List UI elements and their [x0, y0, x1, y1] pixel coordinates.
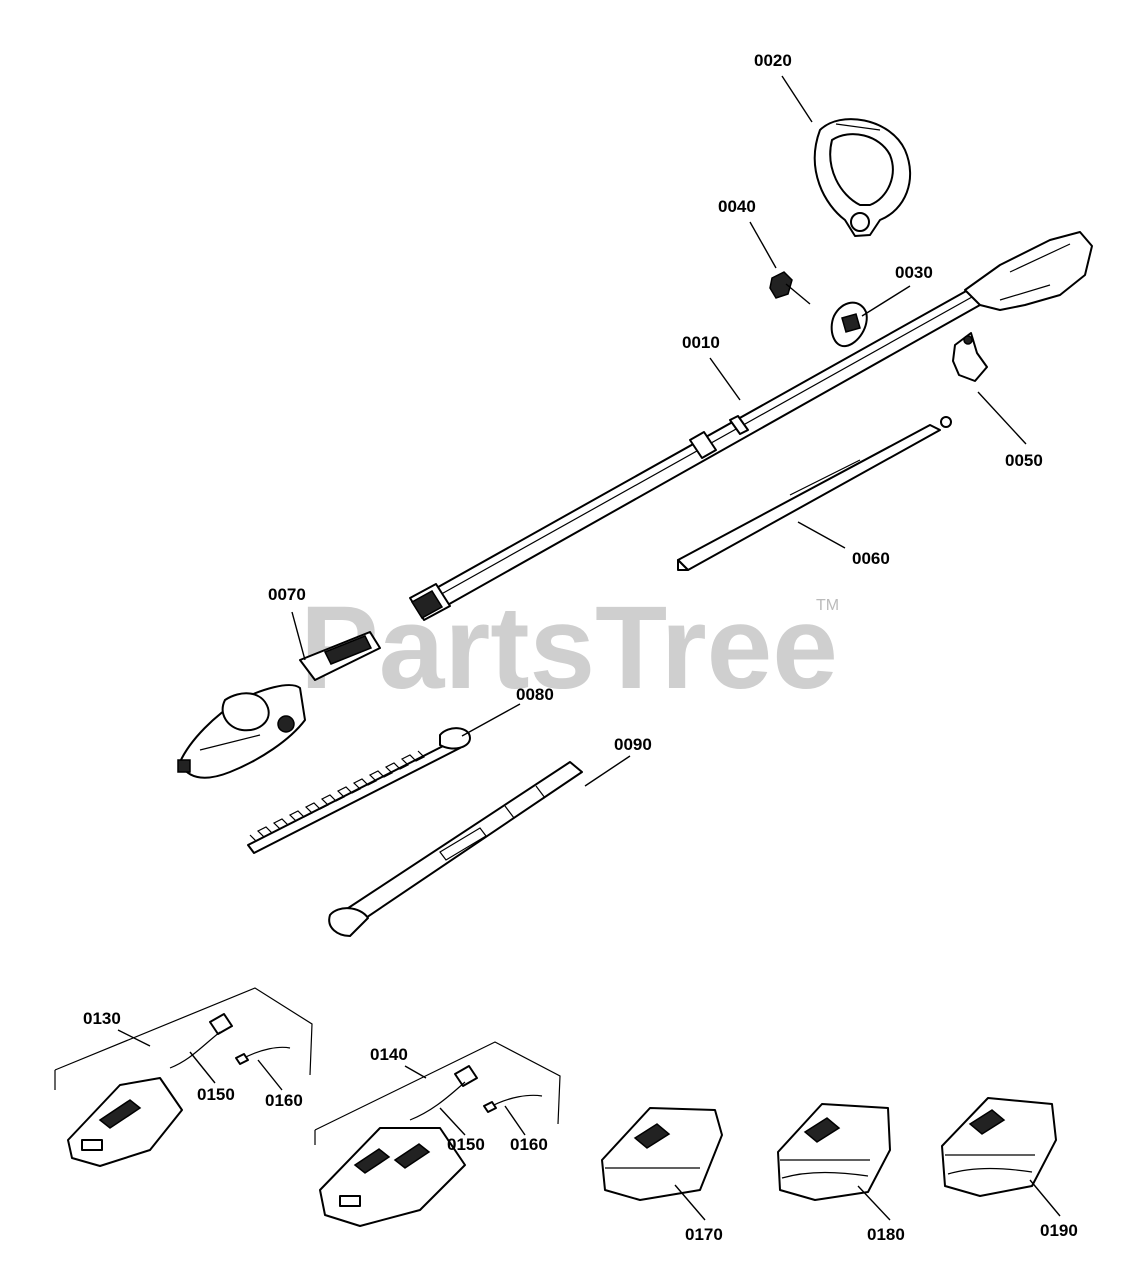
battery-large[interactable] — [941, 1097, 1057, 1197]
watermark-text: PartsTree — [300, 582, 838, 714]
callout-labels: 0020 0040 0030 0010 0050 0060 0070 0080 … — [83, 51, 1078, 1244]
callout-0060[interactable]: 0060 — [852, 549, 890, 568]
charger-single[interactable] — [54, 987, 313, 1167]
watermark-tm: TM — [816, 597, 839, 614]
callout-0190[interactable]: 0190 — [1040, 1221, 1078, 1240]
pole-shaft[interactable] — [409, 231, 1093, 621]
callout-0160-a[interactable]: 0160 — [265, 1091, 303, 1110]
callout-0030[interactable]: 0030 — [895, 263, 933, 282]
blade-sheath[interactable] — [328, 761, 583, 937]
callout-0050[interactable]: 0050 — [1005, 451, 1043, 470]
clamp-knob[interactable] — [769, 271, 811, 305]
callout-0070[interactable]: 0070 — [268, 585, 306, 604]
callout-0180[interactable]: 0180 — [867, 1225, 905, 1244]
hedge-trimmer-head[interactable] — [177, 631, 381, 779]
cutting-blade[interactable] — [247, 727, 471, 854]
callout-0010[interactable]: 0010 — [682, 333, 720, 352]
leader-lines — [117, 75, 1061, 1221]
callout-0140[interactable]: 0140 — [370, 1045, 408, 1064]
callout-0020[interactable]: 0020 — [754, 51, 792, 70]
handle-clamp[interactable] — [830, 301, 868, 348]
callout-0160-b[interactable]: 0160 — [510, 1135, 548, 1154]
charger-dual[interactable] — [314, 1041, 561, 1227]
battery-medium[interactable] — [777, 1103, 891, 1201]
callout-0040[interactable]: 0040 — [718, 197, 756, 216]
strap-clip[interactable] — [952, 332, 988, 382]
callout-0130[interactable]: 0130 — [83, 1009, 121, 1028]
callout-0150-a[interactable]: 0150 — [197, 1085, 235, 1104]
d-handle[interactable] — [813, 118, 912, 237]
callout-0170[interactable]: 0170 — [685, 1225, 723, 1244]
callout-0080[interactable]: 0080 — [516, 685, 554, 704]
battery-small[interactable] — [601, 1107, 723, 1201]
callout-0150-b[interactable]: 0150 — [447, 1135, 485, 1154]
blade-cover-strip[interactable] — [677, 416, 952, 571]
callout-0090[interactable]: 0090 — [614, 735, 652, 754]
